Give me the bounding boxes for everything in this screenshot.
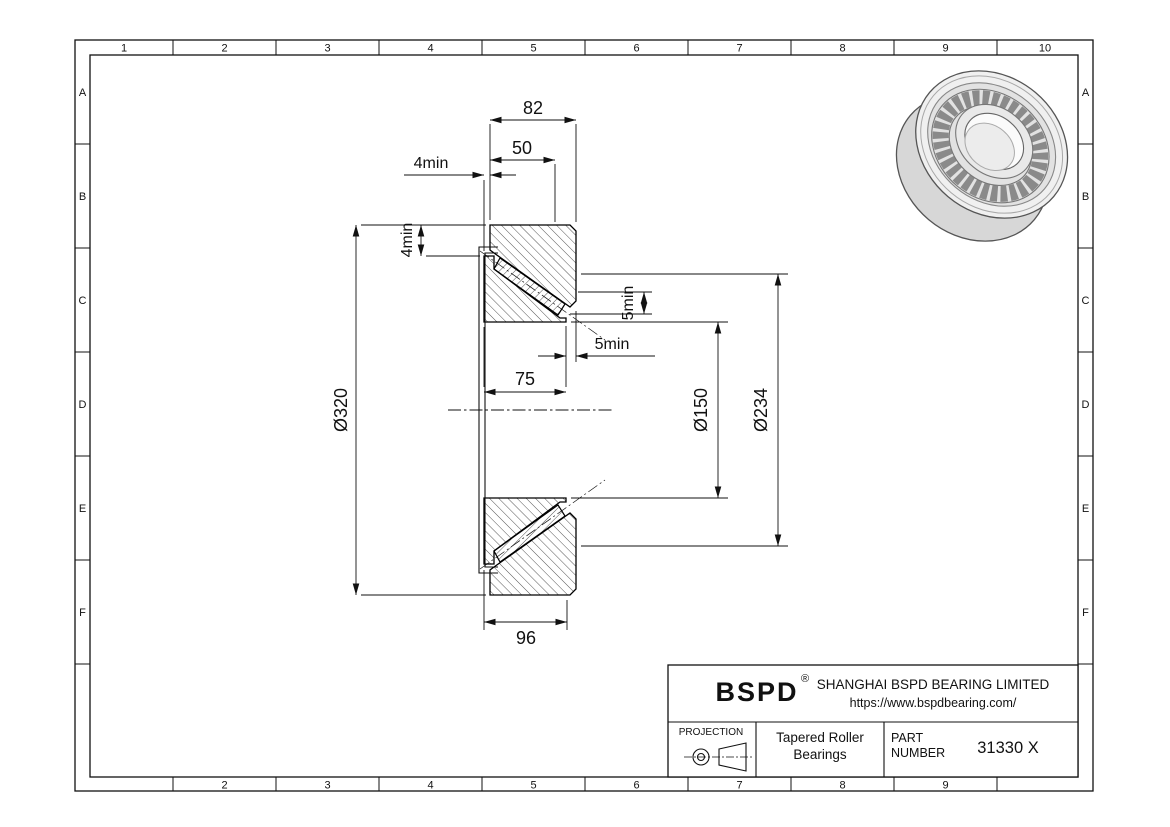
- grid-column-label-top: 7: [736, 43, 742, 55]
- grid-column-label-bottom: 4: [427, 780, 433, 792]
- grid-ticks-top: [172, 40, 998, 55]
- grid-row-label-right: F: [1082, 607, 1089, 619]
- product-type-line2: Bearings: [793, 747, 847, 762]
- projection-symbol-icon: [684, 742, 752, 772]
- grid-row-label-right: D: [1082, 399, 1090, 411]
- grid-bottom-labels: 2 3 4 5 6 7 8 9: [221, 780, 948, 792]
- dimension-label-82: 82: [523, 98, 543, 118]
- grid-column-label-bottom: 9: [942, 780, 948, 792]
- border-outer: [74, 39, 1094, 792]
- grid-right-labels: A B C D E F: [1082, 87, 1090, 619]
- cone-section-lower: [483, 497, 567, 565]
- grid-ticks-left: [75, 143, 90, 665]
- dimension-label-d150: Ø150: [691, 388, 711, 432]
- cage-outline-inner: [484, 252, 498, 568]
- grid-column-label-bottom: 3: [324, 780, 330, 792]
- cup-section-lower: [489, 512, 577, 596]
- product-type-line1: Tapered Roller: [776, 730, 864, 745]
- grid-column-label-top: 6: [633, 43, 639, 55]
- projection-label: PROJECTION: [679, 727, 743, 738]
- grid-column-label-bottom: 5: [530, 780, 536, 792]
- company-website: https://www.bspdbearing.com/: [850, 696, 1017, 710]
- bearing-3d-view: [895, 70, 1069, 242]
- grid-column-label-top: 1: [121, 43, 127, 55]
- grid-top-labels: 1 2 3 4 5 6 7 8 9 10: [121, 43, 1051, 55]
- grid-ticks-right: [1078, 143, 1093, 665]
- grid-row-label-left: E: [79, 503, 86, 515]
- cup-section-upper: [489, 224, 577, 308]
- grid-row-label-right: A: [1082, 87, 1090, 99]
- grid-column-label-top: 5: [530, 43, 536, 55]
- grid-column-label-top: 2: [221, 43, 227, 55]
- dimension-label-96: 96: [516, 628, 536, 648]
- registered-trademark-icon: ®: [801, 673, 809, 685]
- grid-row-label-right: E: [1082, 503, 1089, 515]
- bearing-section-view: [448, 224, 614, 596]
- part-number-label-line1: PART: [891, 731, 924, 745]
- title-block-dividers: [668, 721, 1078, 777]
- dimension-label-5min-axial: 5min: [595, 336, 630, 353]
- part-number-label-line2: NUMBER: [891, 746, 945, 760]
- grid-column-label-bottom: 7: [736, 780, 742, 792]
- sheet-frame: 1 2 3 4 5 6 7 8 9 10 2 3 4 5 6 7 8 9 A B C D E F A B C D E F: [74, 39, 1094, 792]
- grid-row-label-left: F: [79, 607, 86, 619]
- title-block: BSPD ® SHANGHAI BSPD BEARING LIMITED htt…: [667, 664, 1079, 778]
- dimension-label-d320: Ø320: [331, 388, 351, 432]
- dimension-label-d234: Ø234: [751, 388, 771, 432]
- grid-column-label-top: 10: [1039, 43, 1051, 55]
- roller-section-upper: [493, 257, 566, 316]
- grid-column-label-bottom: 8: [839, 780, 845, 792]
- dimension-label-5min-radial: 5min: [620, 286, 637, 321]
- grid-row-label-left: D: [79, 399, 87, 411]
- dimension-label-50: 50: [512, 138, 532, 158]
- cone-section-upper: [483, 255, 567, 323]
- dimension-label-75: 75: [515, 369, 535, 389]
- cage-outline-outer: [478, 246, 498, 574]
- part-number-value: 31330 X: [977, 739, 1038, 757]
- grid-row-label-right: B: [1082, 191, 1089, 203]
- roller-section-lower: [493, 504, 566, 563]
- company-logo: BSPD: [715, 677, 798, 707]
- grid-left-labels: A B C D E F: [79, 87, 87, 619]
- bearing-3d-roller-band-outer: [931, 88, 1050, 204]
- dimension-label-4min-axial: 4min: [414, 155, 449, 172]
- grid-row-label-left: A: [79, 87, 87, 99]
- grid-column-label-bottom: 2: [221, 780, 227, 792]
- dimension-labels: 82 50 4min 4min Ø320 75 5min 5min Ø150 Ø…: [331, 98, 771, 648]
- grid-column-label-top: 8: [839, 43, 845, 55]
- border-inner: [89, 54, 1079, 778]
- grid-column-label-bottom: 6: [633, 780, 639, 792]
- bearing-3d-bore-back: [964, 122, 1015, 171]
- grid-row-label-right: C: [1082, 295, 1090, 307]
- grid-column-label-top: 3: [324, 43, 330, 55]
- grid-column-label-top: 9: [942, 43, 948, 55]
- dimensions: [352, 116, 788, 630]
- grid-column-label-top: 4: [427, 43, 433, 55]
- bearing-3d-rollers: [932, 90, 1049, 202]
- dimension-label-4min-radial: 4min: [399, 223, 416, 258]
- grid-row-label-left: B: [79, 191, 86, 203]
- grid-row-label-left: C: [79, 295, 87, 307]
- grid-ticks-bottom: [172, 777, 998, 791]
- company-name: SHANGHAI BSPD BEARING LIMITED: [817, 677, 1050, 692]
- bearing-3d-chamfer: [920, 75, 1064, 214]
- title-block-border: [667, 664, 1079, 778]
